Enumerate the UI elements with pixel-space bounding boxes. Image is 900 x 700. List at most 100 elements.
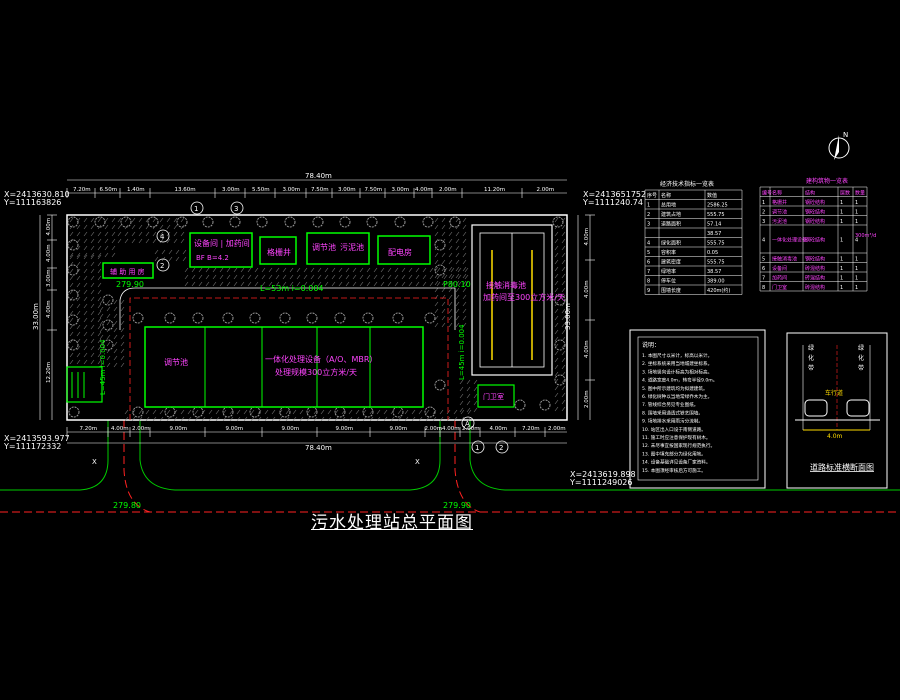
hatch-stroke [446,409,451,415]
tree-icon [132,312,144,324]
hatch-stroke [120,313,125,319]
axis-marker-circle [156,258,170,272]
hatch-stroke [317,281,322,287]
hatch-stroke [205,281,210,287]
hatch-stroke [212,281,217,287]
hatch-stroke [76,359,81,365]
hatch-stroke [184,281,189,287]
hatch-stroke [106,313,111,319]
axis-marker-circle [471,440,485,454]
hatch-stroke [341,409,346,415]
hatch-stroke [459,393,464,399]
hatch-stroke [352,267,357,273]
table2-title: 建构筑物一览表 [806,177,848,185]
hatch-stroke [173,217,178,223]
hatch-stroke [383,409,388,415]
table1-cell: 389.00 [707,279,725,285]
main-center-label-2: 处理规模300立方米/天 [275,367,357,377]
hatch-stroke [441,273,446,279]
hatch-stroke [83,317,88,323]
dimension-label: 13.60m [175,187,196,193]
hatch-stroke [473,407,478,413]
hatch-stroke [434,224,439,230]
hatch-stroke [117,224,122,230]
dimension-label: 2.00m [462,426,480,432]
building-main-treatment: 调节池 一体化处理设备（A/O、MBR） 处理规模300立方米/天 [144,326,424,408]
hatch-stroke [76,275,81,281]
hatch-stroke [120,299,125,305]
hatch-stroke [180,238,185,244]
hatch-stroke [380,267,385,273]
hatch-stroke [212,274,217,280]
hatch-stroke [117,217,122,223]
hatch-stroke [448,301,453,307]
hatch-stroke [120,327,125,333]
note-line: 7. 管线综合另见专业图纸。 [642,401,698,408]
table2-cell: 一体化处理设备 [772,237,807,244]
hatch-stroke [434,301,439,307]
hatch-stroke [154,249,159,255]
hatch-stroke [554,217,559,223]
tree-icon [434,264,446,276]
dimension-chain-right: 33.00m [564,215,591,420]
road-centerline [454,420,481,513]
dimension-label: 4.00m [415,187,433,193]
note-line: 15. 本图须经审核后方可施工。 [642,467,706,474]
hatch-stroke [561,245,566,251]
hatch-stroke [455,308,460,314]
hatch-stroke [554,371,559,377]
hatch-stroke [313,409,318,415]
equipment-room-sub: BF B=4.2 [196,254,229,262]
hatch-stroke [69,352,74,358]
hatch-stroke [448,308,453,314]
hatch-stroke [443,274,448,280]
hatch-stroke [152,217,157,223]
hatch-stroke [441,238,446,244]
hatch-stroke [464,274,469,280]
section-label-left: 化 [808,354,814,362]
table1-cell: 3 [647,222,650,228]
hatch-stroke [462,266,467,272]
hatch-stroke [387,281,392,287]
tree-icon [67,216,79,228]
vegetation-hatch [69,217,566,422]
hatch-stroke [69,268,74,274]
hatch-stroke [145,238,150,244]
hatch-stroke [436,274,441,280]
table2-cell: 1 [855,256,858,262]
table2-cell: 1 [855,285,858,291]
dimension-label: 3.00m [392,187,410,193]
hatch-stroke [462,294,467,300]
hatch-stroke [243,416,248,422]
hatch-stroke [229,416,234,422]
hatch-stroke [359,267,364,273]
section-width: 4.0m [827,433,843,440]
hatch-stroke [106,306,111,312]
hatch-stroke [104,238,109,244]
hatch-stroke [387,267,392,273]
tree-icon [279,312,291,324]
hatch-stroke [359,281,364,287]
hatch-stroke [111,224,116,230]
hatch-stroke [352,274,357,280]
tree-icon [132,406,144,418]
hatch-stroke [69,296,74,302]
hatch-stroke [425,409,430,415]
hatch-stroke [362,416,367,422]
hatch-stroke [448,294,453,300]
hatch-stroke [90,238,95,244]
hatch-stroke [443,281,448,287]
hatch-stroke [83,352,88,358]
hatch-stroke [467,409,472,415]
hatch-stroke [194,409,199,415]
hatch-stroke [97,289,102,295]
hatch-stroke [106,299,111,305]
dimension-label: 4.00m [584,280,590,298]
tree-icon [176,216,188,228]
hatch-stroke [459,400,464,406]
hatch-stroke [90,254,95,260]
hatch-stroke [376,416,381,422]
hatch-stroke [296,274,301,280]
table2-cell: 调节池 [772,208,787,215]
